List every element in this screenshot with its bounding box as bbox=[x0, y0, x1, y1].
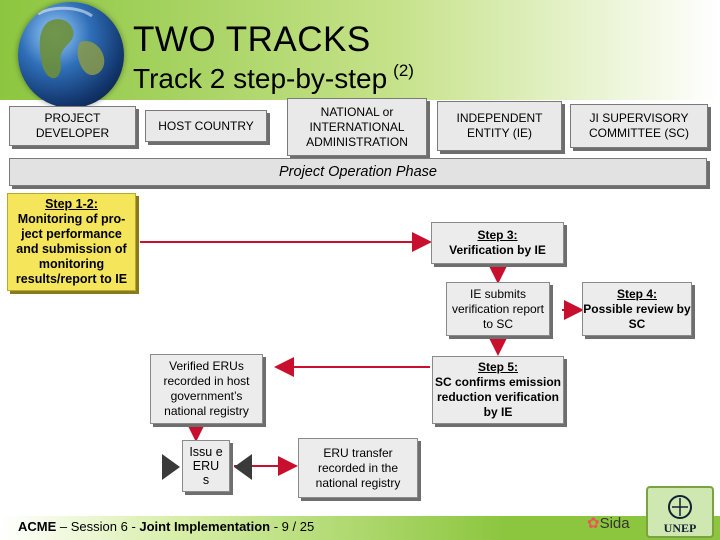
issue-erus-arrows bbox=[162, 454, 252, 480]
issue-erus-box: Issu e ERU s bbox=[182, 440, 230, 492]
verified-erus-box: Verified ERUs recorded in host governmen… bbox=[150, 354, 263, 424]
subtitle-text: Track 2 step-by-step bbox=[133, 63, 388, 94]
step-4-title: Step 4: bbox=[616, 286, 657, 301]
footer-bold: Joint Implementation bbox=[139, 519, 271, 534]
unep-emblem-icon bbox=[668, 495, 692, 519]
step-5-title: Step 5: bbox=[477, 360, 518, 374]
step-4-text: Possible review by SC bbox=[583, 301, 691, 331]
actor-independent-entity: INDEPENDENT ENTITY (IE) bbox=[437, 101, 562, 151]
actor-ji-supervisory-committee: JI SUPERVISORY COMMITTEE (SC) bbox=[570, 104, 708, 148]
step-1-2-title: Step 1-2: bbox=[45, 197, 98, 211]
step-3-box: Step 3: Verification by IE bbox=[431, 222, 564, 264]
phase-bar: Project Operation Phase bbox=[9, 158, 707, 186]
footer-band bbox=[0, 516, 720, 540]
step-5-text: SC confirms emission reduction verificat… bbox=[434, 375, 562, 419]
sida-logo: ✿Sida bbox=[587, 514, 630, 532]
step-1-2-text: Monitoring of pro-ject performance and s… bbox=[15, 212, 128, 286]
ie-submits-box: IE submits verification report to SC bbox=[446, 282, 550, 336]
actor-host-country: HOST COUNTRY bbox=[145, 110, 267, 142]
page-subtitle: Track 2 step-by-step (2) bbox=[133, 61, 414, 95]
footer-text: ACME – Session 6 - Joint Implementation … bbox=[18, 519, 314, 534]
step-5-box: Step 5: SC confirms emission reduction v… bbox=[432, 356, 564, 424]
globe-icon bbox=[18, 2, 124, 108]
step-3-text: Verification by IE bbox=[449, 243, 546, 257]
page-title: TWO TRACKS bbox=[133, 20, 371, 59]
footer-page: - 9 / 25 bbox=[270, 519, 315, 534]
step-4-box: Step 4: Possible review by SC bbox=[582, 282, 692, 336]
step-3-title: Step 3: bbox=[477, 228, 518, 242]
eru-transfer-box: ERU transfer recorded in the national re… bbox=[298, 438, 418, 498]
sida-icon: ✿ bbox=[587, 515, 600, 532]
step-1-2-box: Step 1-2: Monitoring of pro-ject perform… bbox=[7, 193, 136, 291]
sida-logo-text: Sida bbox=[599, 515, 630, 532]
footer-session: – Session 6 - bbox=[56, 519, 140, 534]
actor-project-developer: PROJECT DEVELOPER bbox=[9, 106, 136, 146]
subtitle-suffix: (2) bbox=[393, 61, 414, 80]
unep-logo: UNEP bbox=[646, 486, 714, 538]
footer-prefix: ACME bbox=[18, 519, 57, 534]
actor-national-administration: NATIONAL or INTERNATIONAL ADMINISTRATION bbox=[287, 98, 427, 156]
unep-logo-text: UNEP bbox=[663, 521, 697, 535]
